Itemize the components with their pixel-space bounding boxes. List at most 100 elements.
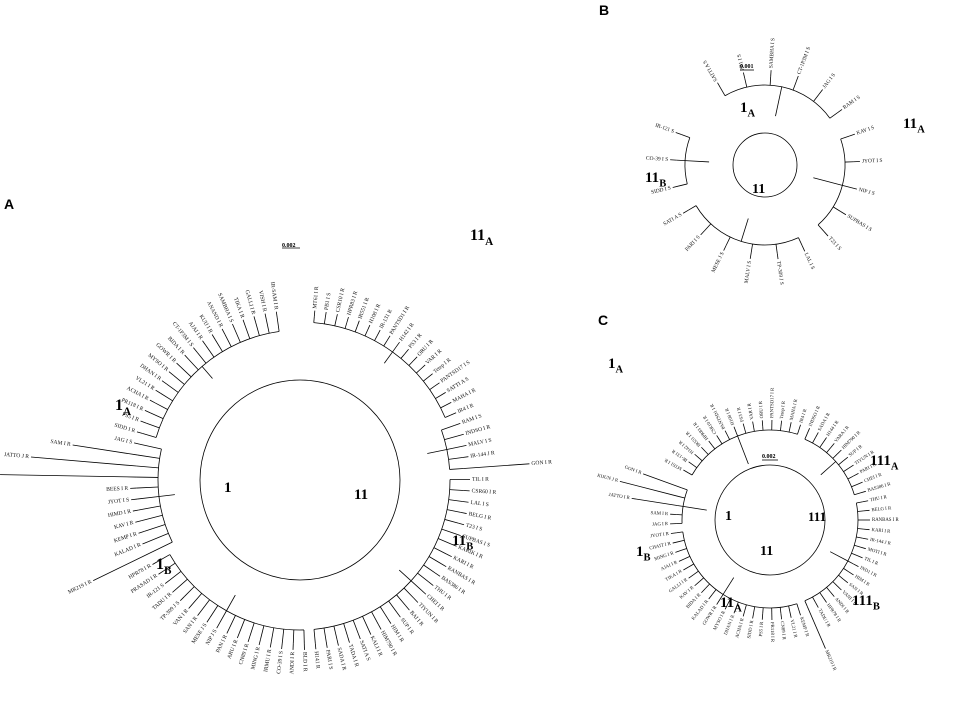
tree-branch	[440, 404, 447, 409]
taxon-label: JYOT I S	[108, 497, 130, 505]
taxon-label: PARI I S	[684, 234, 701, 252]
tree-branch	[812, 596, 816, 603]
tree-branch	[838, 460, 844, 466]
tree-branch	[682, 506, 707, 511]
taxon-label: JAG I S	[822, 72, 837, 89]
clade-label: 111B	[852, 593, 880, 613]
clade-label: 1A	[740, 100, 756, 120]
tree-branch	[356, 320, 360, 327]
tree-branch	[161, 380, 168, 385]
tree-branch	[682, 209, 689, 214]
tree-branch	[429, 385, 435, 390]
clade-label: 11B	[645, 170, 666, 190]
clade-label: 11B	[452, 533, 473, 553]
tree-branch	[0, 474, 137, 478]
clade-label: 11A	[720, 595, 742, 615]
tree-branch	[631, 497, 678, 506]
tree-branch	[445, 402, 452, 406]
tree-branch	[313, 479, 451, 630]
tree-branch	[211, 334, 216, 340]
tree-branch	[705, 583, 710, 589]
tree-branch	[93, 551, 153, 582]
tree-branch	[155, 402, 168, 410]
tree-branch	[440, 392, 446, 396]
tree-branch	[343, 623, 349, 638]
tree-branch	[678, 496, 685, 499]
tree-branch	[698, 577, 704, 583]
clade-label: 1B	[636, 544, 651, 564]
tree-branch	[188, 359, 199, 371]
tree-branch	[688, 472, 693, 476]
tree-branch	[454, 533, 461, 537]
tree-branch	[720, 87, 726, 96]
tree-branch	[169, 554, 304, 631]
tree-branch	[179, 596, 185, 601]
tree-branch	[444, 435, 459, 441]
taxon-label: MING I R	[654, 551, 675, 562]
tree-branch	[806, 428, 810, 434]
tree-branch	[144, 524, 166, 532]
tree-branch	[804, 600, 808, 607]
tree-branch	[829, 112, 838, 119]
tree-branch	[388, 600, 398, 613]
tree-branch	[826, 447, 831, 453]
taxon-label: SAMBHA I S	[768, 38, 776, 69]
tree-branch	[678, 539, 685, 543]
tree-branch	[788, 605, 791, 612]
tree-branch	[347, 636, 350, 643]
tree-branch	[137, 454, 160, 459]
tree-branch	[856, 501, 863, 504]
taxon-label: SIDD I R	[114, 423, 137, 435]
tree-branch	[708, 594, 713, 600]
tree-branch	[862, 500, 869, 503]
tree-branch	[449, 468, 464, 470]
tree-branch	[180, 366, 192, 378]
tree-branch	[789, 611, 792, 618]
tree-branch	[454, 423, 461, 426]
tree-branch	[854, 544, 861, 548]
tree-branch	[849, 133, 855, 137]
tree-branch	[813, 94, 820, 102]
taxon-label: BELG I R	[871, 506, 892, 513]
tree-branch	[856, 536, 863, 539]
taxon-label: ANDI I R	[289, 651, 296, 674]
tree-branch	[150, 412, 164, 419]
tree-branch	[440, 563, 447, 568]
tree-branch	[176, 362, 182, 368]
taxon-label: KIJUN J R	[597, 474, 620, 484]
tree-branch	[676, 531, 683, 534]
tree-branch	[681, 487, 688, 491]
tree-branch	[176, 578, 188, 589]
tree-branch	[264, 313, 267, 320]
tree-branch	[197, 610, 202, 616]
taxon-label: BAS386 I R	[867, 482, 892, 494]
tree-branch	[314, 643, 317, 650]
tree-branch	[683, 469, 689, 474]
clade-label: 111A	[870, 453, 899, 473]
tree-branch	[829, 551, 849, 562]
tree-branch	[260, 625, 265, 640]
tree-branch	[683, 566, 689, 571]
tree-branch	[136, 465, 159, 469]
tree-branch	[719, 594, 724, 600]
tree-branch	[147, 533, 169, 543]
clade-label: 1B	[156, 556, 172, 577]
tree-branch	[138, 505, 161, 511]
tree-branch	[712, 445, 716, 450]
tree-branch	[740, 218, 749, 242]
taxon-label: HIMD I R	[107, 509, 131, 519]
tree-branch	[684, 556, 691, 560]
taxon-label: IR-121 S	[654, 123, 674, 135]
taxon-label: TIL I R	[472, 477, 489, 483]
tree-branch	[435, 395, 441, 399]
tree-branch	[862, 537, 869, 540]
taxon-label: TADA I R	[347, 644, 360, 668]
tree-branch	[701, 588, 706, 594]
tree-branch	[823, 231, 829, 237]
tree-branch	[815, 432, 819, 438]
tree-branch	[206, 617, 211, 623]
tree-branch	[460, 511, 467, 514]
